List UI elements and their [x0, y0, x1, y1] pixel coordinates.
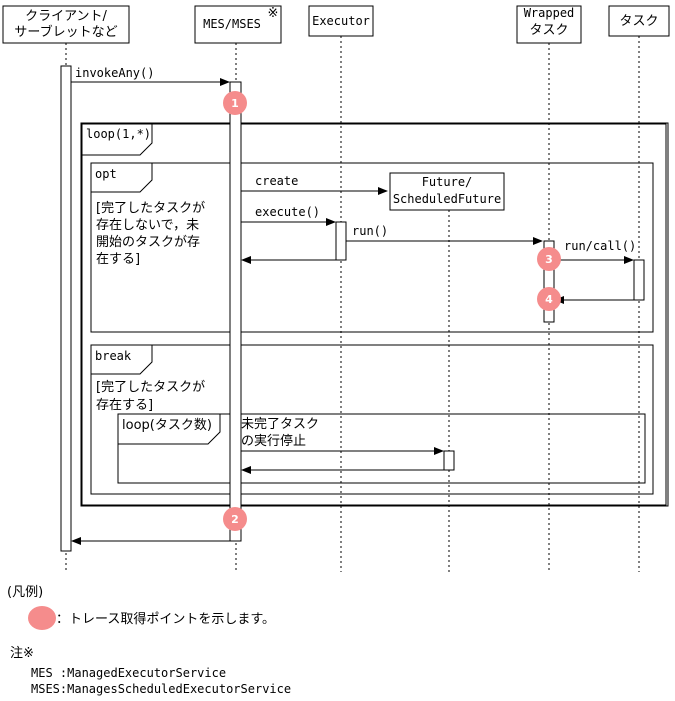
participant-client-label-2: サーブレットなど — [14, 24, 117, 40]
opt-guard-line-3: 開始のタスクが存 — [96, 235, 200, 250]
break-guard-line-1: [完了したタスクが — [96, 380, 205, 395]
fragment-opt: opt [完了したタスクが 存在しないで，未 開始のタスクが存 在する] — [90, 162, 654, 333]
fragment-loop-outer-label: loop(1,*) — [86, 127, 151, 141]
legend-title: (凡例) — [7, 585, 43, 600]
participant-future-label-1: Future/ — [422, 175, 473, 189]
opt-guard-line-2: 存在しないで，未 — [96, 218, 199, 233]
message-invoke-any: invokeAny() — [71, 66, 230, 86]
message-run-label: run() — [352, 224, 388, 238]
message-cancel: 未完了タスク の実行停止 — [241, 417, 444, 455]
message-run-call-label: run/call() — [564, 239, 636, 253]
fragment-opt-label: opt — [95, 167, 117, 181]
participant-mes: MES/MSES ※ — [194, 5, 282, 44]
message-invoke-any-label: invokeAny() — [75, 66, 154, 80]
trace-point-2-number: 2 — [231, 513, 239, 526]
participant-client-label-1: クライアント/ — [25, 9, 107, 24]
trace-point-4: 4 — [537, 287, 561, 311]
message-create-label: create — [255, 174, 298, 188]
trace-point-4-number: 4 — [545, 293, 553, 306]
trace-point-1-number: 1 — [231, 97, 239, 110]
note-title: 注※ — [10, 646, 34, 661]
activation-client — [60, 65, 72, 552]
message-run-call: run/call() — [554, 239, 636, 264]
participant-future-label-2: ScheduledFuture — [393, 192, 501, 206]
activation-mes — [229, 81, 242, 542]
trace-point-2: 2 — [223, 507, 247, 531]
message-run: run() — [346, 224, 543, 245]
note-line-2: MSES:ManagesScheduledExecutorService — [31, 682, 291, 696]
opt-guard-line-1: [完了したタスクが — [96, 201, 205, 216]
note-line-1: MES :ManagedExecutorService — [31, 666, 226, 680]
message-execute: execute() — [241, 205, 336, 226]
participant-executor-label: Executor — [312, 14, 370, 28]
break-guard-line-2: 存在する] — [96, 398, 153, 413]
activation-future — [443, 450, 455, 471]
message-create: create — [241, 174, 388, 195]
message-cancel-label-2: の実行停止 — [241, 433, 306, 449]
fragment-break-label: break — [95, 349, 132, 363]
activation-wrapped — [543, 240, 555, 323]
participant-client: クライアント/ サーブレットなど — [2, 5, 130, 44]
note: 注※ MES :ManagedExecutorService MSES:Mana… — [10, 646, 291, 696]
participant-mes-note-mark: ※ — [268, 6, 279, 21]
message-cancel-label-1: 未完了タスク — [241, 417, 319, 432]
legend-text: ：トレース取得ポイントを示します。 — [56, 611, 275, 627]
legend-trace-icon — [28, 606, 56, 630]
participant-task-label: タスク — [619, 14, 658, 29]
fragment-loop-inner: loop(タスク数) — [117, 413, 646, 484]
participant-wrapped-label-1: Wrapped — [524, 6, 575, 20]
activation-executor — [335, 221, 347, 261]
opt-guard-line-4: 在する] — [96, 252, 140, 267]
participant-mes-label: MES/MSES — [203, 17, 261, 31]
participant-wrapped-label-2: タスク — [529, 23, 568, 38]
activation-task — [633, 259, 645, 301]
fragment-loop-outer: loop(1,*) — [80, 122, 669, 507]
message-execute-label: execute() — [255, 205, 320, 219]
participant-future: Future/ ScheduledFuture — [389, 172, 505, 211]
participant-executor: Executor — [308, 5, 374, 37]
participant-task: タスク — [608, 5, 670, 37]
fragment-break: break [完了したタスクが 存在する] — [90, 344, 654, 495]
trace-point-3-number: 3 — [545, 253, 553, 266]
trace-point-1: 1 — [223, 91, 247, 115]
legend: (凡例) ：トレース取得ポイントを示します。 — [7, 585, 275, 630]
fragment-loop-inner-label: loop(タスク数) — [122, 418, 212, 433]
trace-point-3: 3 — [537, 247, 561, 271]
participant-wrapped: Wrapped タスク — [516, 5, 582, 44]
